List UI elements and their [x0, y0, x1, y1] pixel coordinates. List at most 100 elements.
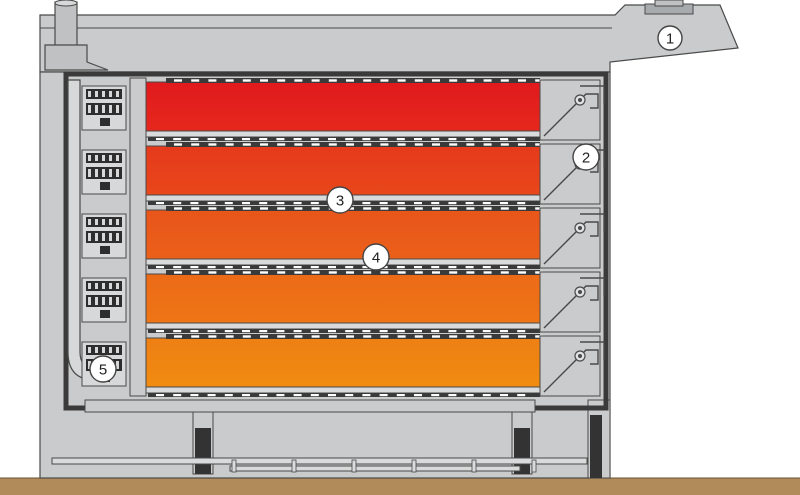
rail-dash: [191, 335, 200, 338]
rail-dash: [225, 271, 234, 274]
rail-dash: [174, 79, 182, 82]
rail-dash: [345, 394, 354, 397]
rail-dash: [397, 79, 406, 82]
rail-dash: [380, 271, 389, 274]
rail-dash: [242, 335, 251, 338]
rail-dash: [414, 271, 423, 274]
chamber-4: [145, 273, 541, 327]
rail-dash: [414, 394, 422, 397]
rail-dash: [535, 207, 544, 210]
rail-dash: [191, 79, 200, 82]
bracket-hinge-arm: [543, 349, 599, 393]
module-slot: [88, 283, 91, 289]
rail-dash: [294, 79, 303, 82]
rail-dash: [225, 79, 234, 82]
rail-dash: [190, 330, 199, 333]
module-slot: [95, 283, 98, 289]
rail-dash: [466, 335, 475, 338]
rail-dash: [260, 79, 268, 82]
rail-dash: [224, 330, 233, 333]
chamber-5: [145, 337, 541, 391]
rail-dash: [345, 330, 354, 333]
rail-dash: [260, 271, 268, 274]
rail-dash: [277, 207, 286, 210]
callout-2-label: 2: [582, 150, 590, 167]
module-slot: [109, 169, 112, 177]
rail-dash: [396, 202, 405, 205]
rail-dash: [242, 207, 251, 210]
module-slot: [109, 297, 112, 305]
chamber-4-lower-rail: [148, 329, 540, 333]
module-connector: [100, 310, 110, 318]
module-slot: [102, 91, 105, 97]
rail-dash: [259, 202, 268, 205]
bracket-handle: [580, 85, 605, 104]
rail-dash: [224, 138, 233, 141]
rail-dash: [517, 202, 526, 205]
rail-dash: [431, 394, 440, 397]
rail-dash: [208, 335, 217, 338]
callout-3-label: 3: [336, 193, 344, 210]
rail-dash: [363, 79, 372, 82]
rail-dash: [431, 202, 440, 205]
left-chamber-column: [129, 77, 147, 397]
module-slot: [116, 91, 119, 97]
callout-5: 5: [89, 355, 117, 383]
rail-dash: [311, 271, 320, 274]
rail-dash: [260, 207, 268, 210]
rail-dash: [276, 202, 285, 205]
bracket-hinge-arm: [543, 221, 599, 265]
rail-dash: [345, 138, 354, 141]
rail-dash: [500, 266, 508, 269]
module-slot: [102, 219, 105, 225]
bracket-pivot-center: [578, 354, 582, 358]
module-slot: [88, 347, 91, 353]
lower-rail-2: [229, 465, 521, 472]
rail-dash: [310, 266, 319, 269]
rail-dash: [310, 394, 319, 397]
rail-dash: [207, 138, 216, 141]
rail-dash: [174, 335, 182, 338]
rail-dash: [465, 266, 474, 269]
rail-dash: [174, 271, 182, 274]
rail-dash: [294, 143, 303, 146]
chamber-1-hearth: [145, 130, 541, 138]
rail-dash: [277, 143, 286, 146]
rail-dash: [328, 138, 336, 141]
rail-dash: [174, 143, 182, 146]
module-slot: [116, 105, 119, 113]
rail-dash: [448, 330, 457, 333]
rail-dash: [310, 202, 319, 205]
rail-dash: [414, 143, 423, 146]
module-slot: [116, 155, 119, 161]
chimney-pipe-top: [54, 0, 78, 7]
rail-dash: [414, 207, 423, 210]
rail-dash: [311, 207, 320, 210]
rail-slat: [531, 459, 537, 473]
rail-dash: [328, 266, 336, 269]
rail-dash: [500, 394, 508, 397]
rail-dash: [242, 330, 250, 333]
rail-dash: [277, 271, 286, 274]
module-slot: [116, 219, 119, 225]
module-slot: [95, 105, 98, 113]
module-slot: [102, 347, 105, 353]
rail-dash: [414, 266, 422, 269]
rail-dash: [449, 143, 458, 146]
rail-dash: [156, 266, 164, 269]
floor: [0, 478, 800, 495]
rail-dash: [260, 143, 268, 146]
rail-dash: [242, 143, 251, 146]
module-slot: [116, 169, 119, 177]
rail-dash: [448, 394, 457, 397]
rail-dash: [346, 79, 354, 82]
rail-dash: [380, 335, 389, 338]
rail-dash: [294, 335, 303, 338]
bracket-hinge-arm: [543, 285, 599, 329]
module-slot: [109, 283, 112, 289]
rail-dash: [207, 202, 216, 205]
rail-dash: [465, 330, 474, 333]
rail-dash: [276, 138, 285, 141]
rail-dash: [311, 335, 320, 338]
